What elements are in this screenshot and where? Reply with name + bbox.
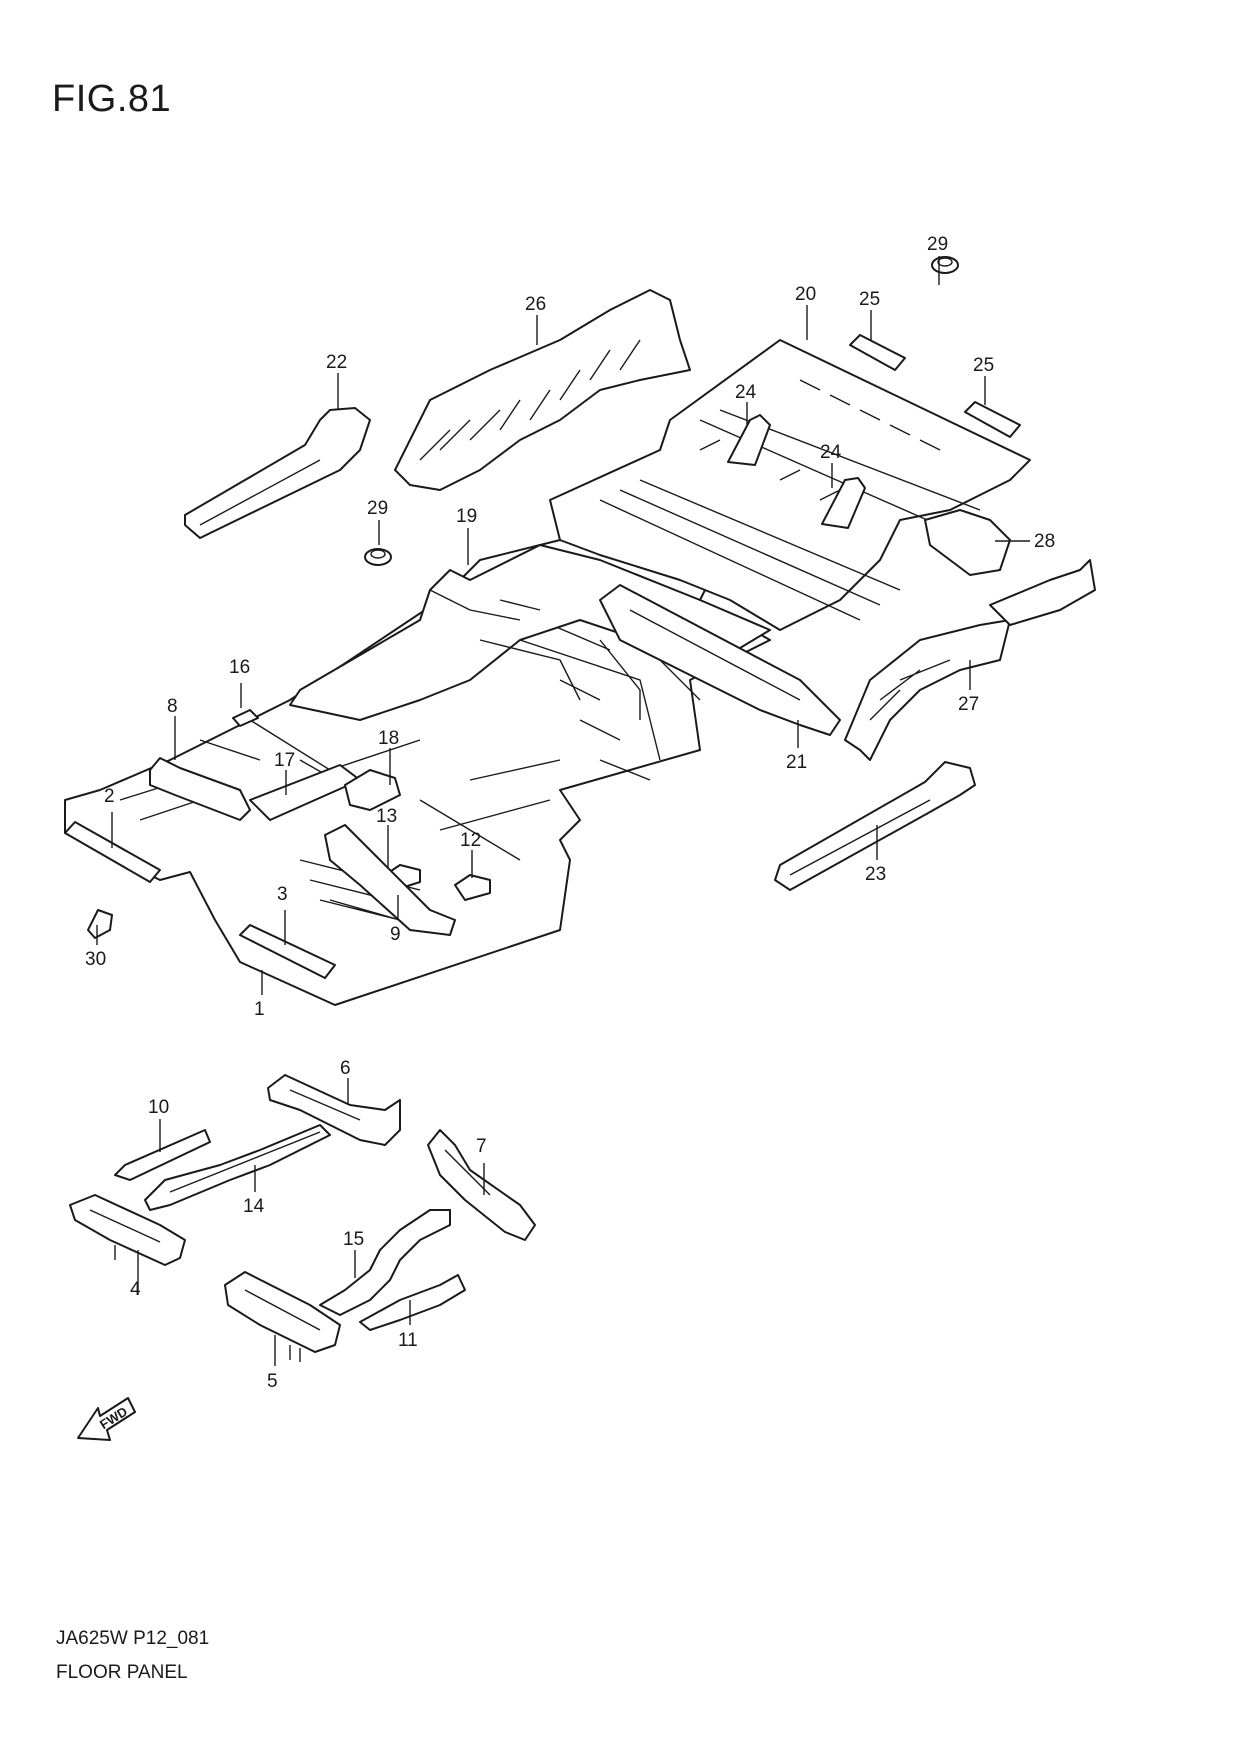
callout-27: 27 xyxy=(958,694,979,715)
callout-25-a: 25 xyxy=(859,289,880,310)
side-sill-inner-right[interactable] xyxy=(774,761,976,891)
floor-plug-29-upper[interactable] xyxy=(931,256,959,274)
rear-floor-side-extension[interactable] xyxy=(924,509,1011,576)
callout-26: 26 xyxy=(525,294,546,315)
callout-8: 8 xyxy=(167,696,178,717)
callout-25-b: 25 xyxy=(973,355,994,376)
figure-title: FIG.81 xyxy=(52,78,172,120)
fwd-arrow: FWD xyxy=(77,1397,136,1441)
member-10[interactable] xyxy=(114,1129,211,1181)
callout-10: 10 xyxy=(148,1097,169,1118)
callout-3: 3 xyxy=(277,884,288,905)
floor-plug-29-lower[interactable] xyxy=(364,548,392,566)
callouts: 1 2 3 4 5 6 7 8 9 10 11 12 13 14 15 16 1… xyxy=(85,234,1055,1392)
callout-17: 17 xyxy=(274,750,295,771)
side-sill-inner-left[interactable] xyxy=(184,407,371,539)
callout-22: 22 xyxy=(326,352,347,373)
callout-24-b: 24 xyxy=(820,442,842,463)
clip-30[interactable] xyxy=(87,909,113,939)
member-5[interactable] xyxy=(224,1271,341,1362)
callout-28: 28 xyxy=(1034,531,1055,552)
leader-lines xyxy=(96,256,1030,1366)
callout-14: 14 xyxy=(243,1196,265,1217)
callout-23: 23 xyxy=(865,864,886,885)
callout-20: 20 xyxy=(795,284,816,305)
callout-11: 11 xyxy=(398,1330,418,1351)
callout-29-a: 29 xyxy=(927,234,948,255)
seat-bracket-18[interactable] xyxy=(344,769,401,811)
callout-1: 1 xyxy=(254,999,265,1020)
rear-wheel-house-right[interactable] xyxy=(844,619,1011,761)
crossmember-reinforcement-25-a[interactable] xyxy=(849,334,906,371)
rear-floor-bracket-24-b[interactable] xyxy=(821,477,866,529)
rear-floor-bracket-24-a[interactable] xyxy=(727,414,771,466)
callout-18: 18 xyxy=(378,728,399,749)
seat-crossmember-9[interactable] xyxy=(324,824,456,936)
member-11[interactable] xyxy=(359,1274,466,1331)
crossmember-reinforcement-25-b[interactable] xyxy=(964,401,1021,438)
callout-16: 16 xyxy=(229,657,250,678)
callout-9: 9 xyxy=(390,924,401,945)
front-floor-side-member-2[interactable] xyxy=(64,821,161,883)
callout-12: 12 xyxy=(460,830,481,851)
callout-2: 2 xyxy=(104,786,115,807)
callout-4: 4 xyxy=(130,1279,141,1300)
callout-5: 5 xyxy=(267,1371,278,1392)
footer-figure-name: FLOOR PANEL xyxy=(56,1662,188,1683)
callout-21: 21 xyxy=(786,752,807,773)
callout-30: 30 xyxy=(85,949,106,970)
member-7[interactable] xyxy=(427,1129,536,1241)
center-floor-panel[interactable] xyxy=(289,544,771,721)
callout-15: 15 xyxy=(343,1229,364,1250)
callout-7: 7 xyxy=(476,1136,487,1157)
callout-13: 13 xyxy=(376,806,397,827)
rear-floor-rear-extension[interactable] xyxy=(989,559,1096,626)
member-4[interactable] xyxy=(69,1194,186,1266)
callout-19: 19 xyxy=(456,506,477,527)
bracket-16[interactable] xyxy=(232,709,259,727)
footer-model-code: JA625W P12_081 xyxy=(56,1628,210,1649)
callout-6: 6 xyxy=(340,1058,351,1079)
member-14[interactable] xyxy=(144,1124,331,1211)
rear-wheel-house-left[interactable] xyxy=(394,289,691,491)
rear-floor-panel[interactable] xyxy=(549,339,1031,631)
bracket-12[interactable] xyxy=(454,874,491,901)
callout-29-b: 29 xyxy=(367,498,388,519)
member-6[interactable] xyxy=(267,1074,401,1146)
member-15[interactable] xyxy=(319,1209,451,1316)
callout-24-a: 24 xyxy=(735,382,757,403)
rear-floor-side-member[interactable] xyxy=(599,584,841,736)
front-floor-side-member-3[interactable] xyxy=(239,924,336,979)
front-floor-crossmember-8[interactable] xyxy=(149,757,251,821)
